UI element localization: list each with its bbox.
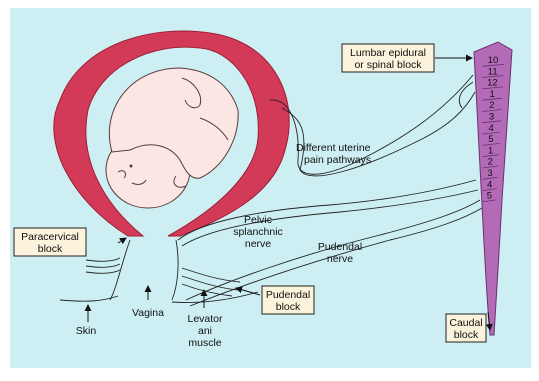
pudendal-nerve-label-2: nerve [327,253,353,265]
lumbar-block-label-1: Lumbar epidural [350,47,426,59]
paracervical-block-box: Paracervical block [14,228,86,256]
spine-segment-label: 4 [489,123,494,134]
levator-label-1: Levator [187,313,223,325]
levator-label-3: muscle [188,337,221,349]
pudendal-block-label-1: Pudendal [266,289,310,301]
spine-segment-label: 1 [488,145,493,156]
pudendal-block-label-2: block [276,301,301,313]
spine-segment-label: 2 [488,157,493,168]
pelvic-nerve-label-3: nerve [245,238,271,250]
lumbar-block-label-2: or spinal block [354,59,422,71]
caudal-block-label-1: Caudal [449,317,482,329]
uterine-pathways-label-2: pain pathways [304,154,371,166]
spine-segment-label: 10 [488,55,499,66]
spine-segment-label: 12 [487,78,498,89]
pelvic-nerve-label-2: splanchnic [233,226,283,238]
skin-label: Skin [76,325,97,337]
pudendal-block-box: Pudendal block [262,286,314,314]
spine-segment-label: 1 [489,89,494,100]
uterine-pathways-label-1: Different uterine [296,142,371,154]
lumbar-block-box: Lumbar epidural or spinal block [342,44,434,72]
pelvic-nerve-label-1: Pelvic [244,214,272,226]
spine-segment-label: 11 [488,66,498,77]
levator-label-2: ani [198,325,212,337]
paracervical-block-label-1: Paracervical [21,231,79,243]
spine-segment-label: 3 [489,112,494,123]
paracervical-block-label-2: block [38,243,63,255]
spine-segment-label: 2 [489,100,494,111]
caudal-block-label-2: block [454,329,479,341]
spine-segment-label: 3 [487,168,492,179]
vagina-label: Vagina [132,307,164,319]
spine-segment-label: 4 [487,179,492,190]
caudal-block-box: Caudal block [446,314,486,342]
spine-segment-label: 5 [488,134,493,145]
spine-segment-label: 5 [487,191,492,202]
pudendal-nerve-label-1: Pudendal [318,241,362,253]
